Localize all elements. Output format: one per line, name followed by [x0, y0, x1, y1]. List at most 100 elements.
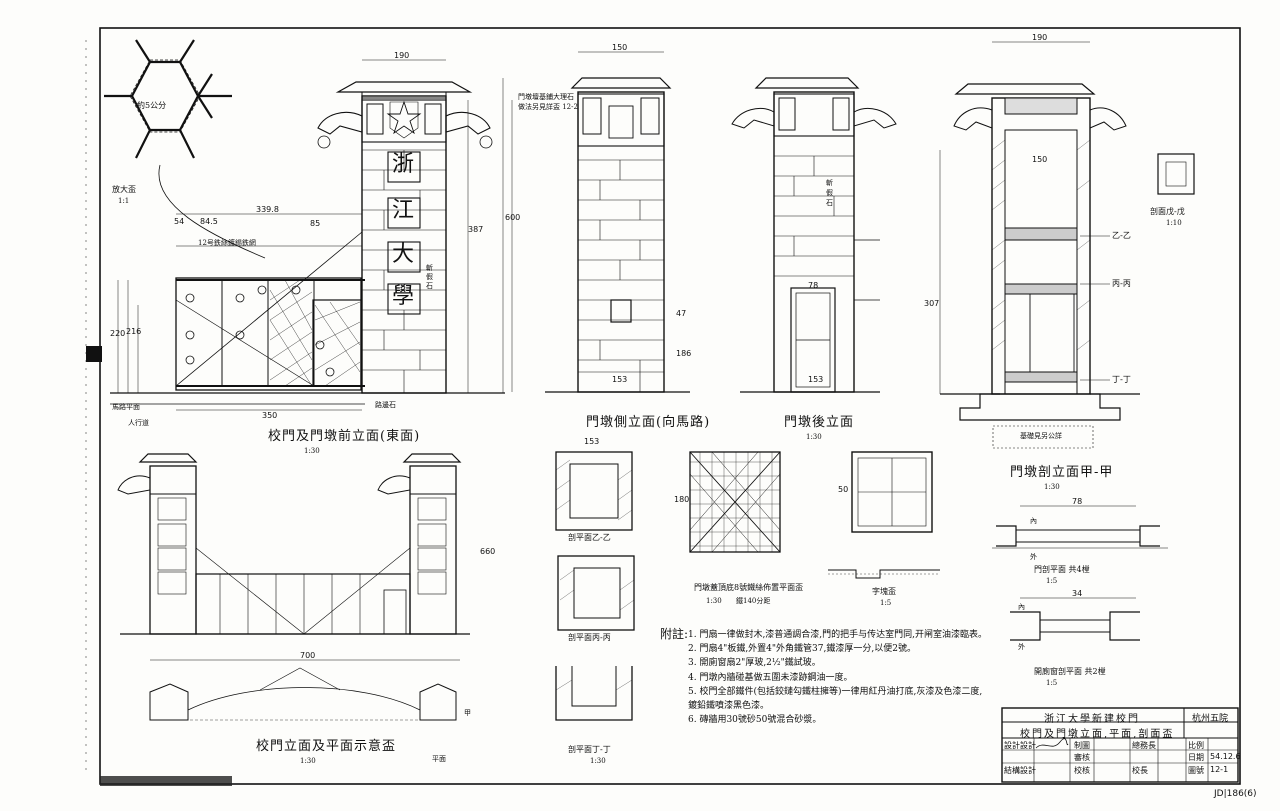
- dim-78-door: 78: [1072, 497, 1083, 506]
- dim-180: 180: [674, 495, 690, 504]
- tb-principal-label: 校長: [1132, 766, 1148, 775]
- dim-307: 307: [924, 299, 940, 308]
- window-section-scale: 1:5: [1046, 679, 1058, 687]
- window-section: [1010, 597, 1140, 641]
- section-bing-title: 剖平面丙-丙: [568, 633, 611, 642]
- section-yi-title: 剖平面乙-乙: [568, 533, 611, 542]
- gate-chain-note: 12号鉄絲鍍錫鉄網: [198, 239, 256, 247]
- tb-check-label: 審核: [1074, 753, 1090, 762]
- tb-chief-label: 總務長: [1132, 741, 1156, 750]
- tb-date-label: 日期: [1188, 753, 1204, 762]
- dim-150-section: 150: [1032, 155, 1048, 164]
- tb-draw-label: 制圖: [1074, 741, 1090, 750]
- gate-small-elevation: [117, 453, 470, 721]
- tb-sheet-label: 圖號: [1188, 766, 1204, 775]
- name-char-2: 江: [392, 198, 415, 223]
- dim-660: 660: [480, 547, 496, 556]
- note-item: 鍍鉛鐵噴漆黑色漆。: [688, 701, 770, 712]
- mesh-size-label: 約5公分: [137, 101, 167, 110]
- dim-700: 700: [300, 651, 316, 660]
- tb-struct-label: 結構設計: [1004, 766, 1036, 775]
- dim-150-side: 150: [612, 43, 628, 52]
- foundation-note: 基礎見另公詳: [1020, 432, 1062, 440]
- section-title: 門墩剖立面甲-甲: [1010, 465, 1114, 480]
- pier-back-elevation: [731, 77, 897, 393]
- dim-78-back: 78: [808, 281, 819, 290]
- dim-54: 54: [174, 217, 185, 226]
- notes-heading: 附註:: [660, 627, 689, 641]
- granite-note: 斬 假 石: [426, 264, 433, 290]
- note-item: 5. 校門全部鐵件(包括鉸鏈勾鐵柱擁等)一律用紅丹油打底,灰漆及色漆二度,: [688, 686, 983, 697]
- mesh-detail-scale: 1:1: [118, 197, 130, 205]
- dim-153-plan: 153: [584, 437, 600, 446]
- tb-verify-label: 校核: [1074, 766, 1090, 775]
- window-outer-label: 外: [1018, 643, 1025, 651]
- pier-section: [939, 41, 1140, 449]
- jia-marker: 甲: [464, 709, 471, 717]
- section-ding-title: 剖平面丁-丁: [568, 745, 611, 754]
- granite-label-back: 斬 假 石: [826, 179, 833, 207]
- stone-note: 門墩壇基鋪大理石 做法另見詳盃 12-2: [518, 93, 578, 111]
- dim-350: 350: [262, 411, 278, 420]
- cut-yi-label: 乙-乙: [1112, 231, 1131, 240]
- tb-project: 浙江大學新建校門: [1044, 714, 1140, 725]
- window-section-title: 開廁窗剖平面 共2樘: [1034, 667, 1106, 676]
- rebar-plan: [689, 451, 781, 553]
- dim-84: 84.5: [200, 217, 218, 226]
- back-elevation-scale: 1:30: [806, 433, 822, 441]
- note-item: 1. 門扇一律做封木,漆普通調合漆,門的把手与传达室門同,开闸室油漆臨表。: [688, 630, 988, 640]
- sidewalk-label: 人行道: [128, 419, 149, 427]
- cut-bing-label: 丙-丙: [1112, 279, 1131, 288]
- dim-216: 216: [126, 327, 142, 336]
- tb-design-label: 設計設計: [1004, 741, 1036, 750]
- section-cut-title: 剖面戊-戊: [1150, 207, 1185, 216]
- road-level-label: 馬路平面: [112, 403, 140, 411]
- small-elevation-title: 校門立面及平面示意盃: [256, 739, 397, 754]
- tb-scale-label: 比例: [1188, 741, 1204, 750]
- back-elevation-title: 門墩後立面: [784, 415, 855, 430]
- curb-label: 路邊石: [375, 401, 396, 409]
- title-block: 浙江大學新建校門 杭州五院 校門及門墩立面,平面,剖面盃 設計設計 結構設計 制…: [1002, 708, 1241, 782]
- dim-186-side: 186: [676, 349, 692, 358]
- name-char-4: 學: [392, 284, 415, 309]
- rebar-plan-title: 門墩蓋頂底8號鐵絲佈置平面盃: [694, 583, 804, 592]
- dim-190-section: 190: [1032, 33, 1048, 42]
- rebar-plan-note: 鐵140分距: [736, 597, 771, 605]
- note-item: 6. 磚牆用30號砂50號混合砂漿。: [688, 715, 822, 726]
- window-inner-label: 內: [1018, 603, 1025, 611]
- tb-sheet-value: 12-1: [1210, 765, 1229, 774]
- name-char-1: 浙: [392, 152, 415, 177]
- char-block-scale: 1:5: [880, 599, 892, 607]
- rebar-plan-scale: 1:30: [706, 597, 722, 605]
- dim-339: 339.8: [256, 205, 279, 214]
- note-item: 2. 門扇4"板鐵,外置4"外角鐵管37,鐵漆厚一分,以便2號。: [688, 644, 916, 655]
- front-elevation: [110, 59, 505, 411]
- dim-50: 50: [838, 485, 849, 494]
- tb-date-value: 54.12.6: [1210, 752, 1241, 761]
- side-elevation-title: 門墩側立面(向馬路): [586, 415, 711, 430]
- note-item: 3. 開廁窗扇2"厚玻,2½"鐵試玻。: [688, 658, 821, 669]
- dim-190-front: 190: [394, 51, 410, 60]
- dim-600: 600: [505, 213, 521, 222]
- door-section: [992, 505, 1168, 549]
- mesh-detail: [104, 39, 232, 159]
- small-elevation-scale: 1:30: [300, 757, 316, 765]
- section-scale: 1:30: [1044, 483, 1060, 491]
- front-elevation-title: 校門及門墩前立面(東面): [268, 429, 421, 444]
- tb-drawing-title: 校門及門墩立面,平面,剖面盃: [1020, 729, 1175, 740]
- plan-label: 平面: [432, 755, 446, 763]
- door-outer-label: 外: [1030, 553, 1037, 561]
- section-ding-scale: 1:30: [590, 757, 606, 765]
- notes-block: 附註: 1. 門扇一律做封木,漆普通調合漆,門的把手与传达室門同,开闸室油漆臨表…: [660, 628, 987, 727]
- door-section-scale: 1:5: [1046, 577, 1058, 585]
- front-elevation-scale: 1:30: [304, 447, 320, 455]
- door-inner-label: 內: [1030, 517, 1037, 525]
- dim-153-side: 153: [612, 375, 628, 384]
- dim-34: 34: [1072, 589, 1083, 598]
- dim-85: 85: [310, 219, 321, 228]
- dim-387: 387: [468, 225, 484, 234]
- title-block-frame: [1001, 707, 1239, 783]
- section-cut-scale: 1:10: [1166, 219, 1182, 227]
- corner-mark: JD|186(6): [1214, 789, 1257, 799]
